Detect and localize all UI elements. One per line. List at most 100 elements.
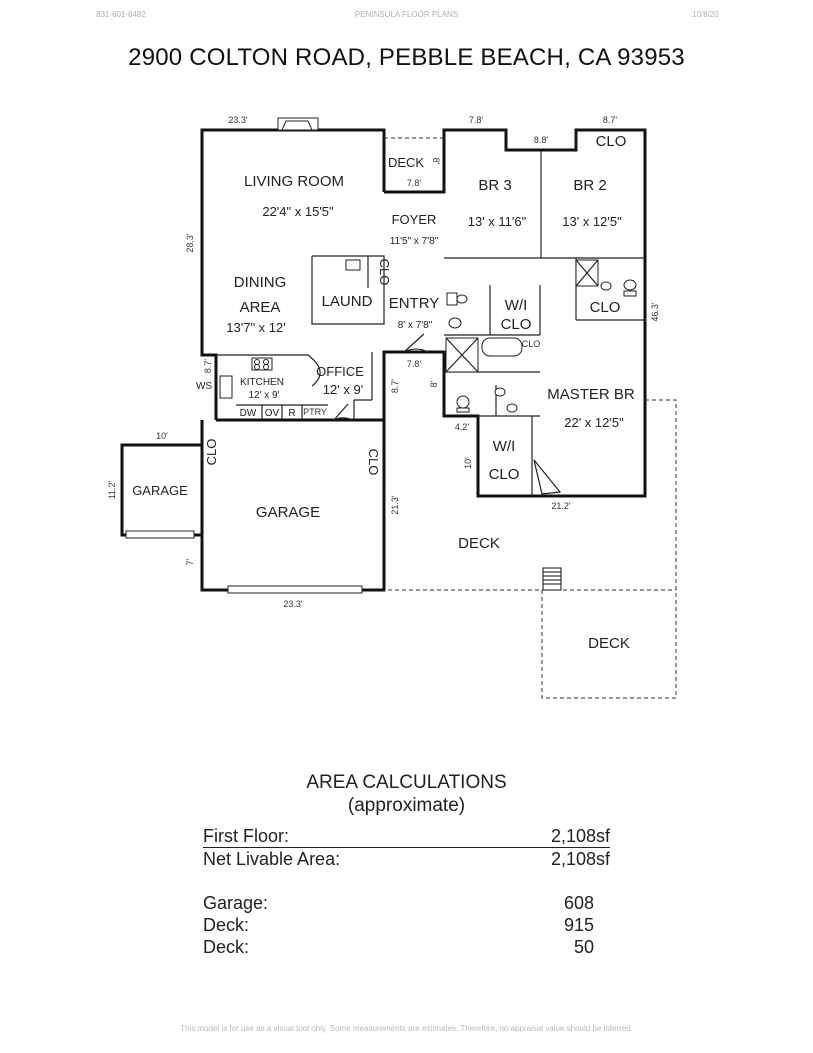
area-row-label: Net Livable Area:: [203, 849, 341, 869]
room-clo-top: CLO: [596, 133, 627, 150]
area-row: Garage: 608: [203, 892, 610, 914]
dim-left-house: 28.3': [185, 233, 195, 253]
room-kitchen-size: 12' x 9': [248, 390, 279, 401]
room-living-name: LIVING ROOM: [244, 173, 344, 190]
room-br2-size: 13' x 12'5": [562, 214, 622, 229]
area-title: AREA CALCULATIONS: [306, 772, 507, 793]
appliance-ptry: PTRY: [303, 407, 327, 417]
header-phone: 831-601-8482: [96, 10, 146, 19]
dim-garage-side-left: 11.2': [107, 480, 117, 499]
dim-entry-side: 8.7': [390, 379, 400, 394]
dim-garage-left-lower: 7': [185, 558, 195, 565]
entry-door-icon: [403, 333, 429, 353]
room-br3-name: BR 3: [478, 177, 511, 194]
appliance-ov: OV: [265, 408, 280, 419]
area-subtitle: (approximate): [347, 795, 466, 816]
floor-plan: LIVING ROOM 22'4" x 15'5" DINING AREA 13…: [107, 115, 677, 699]
dim-top-living: 23.3': [228, 115, 248, 125]
dim-bath-small: 4.2': [455, 422, 470, 432]
room-entry-name: ENTRY: [389, 295, 440, 312]
dim-deck-small-side: 8': [431, 158, 441, 165]
room-deck-lower: DECK: [588, 635, 630, 652]
area-row: Net Livable Area: 2,108sf: [203, 848, 610, 870]
hall-toilet-icon: [456, 395, 470, 409]
sink-icon: [448, 317, 462, 329]
master-sink-icon: [600, 281, 612, 291]
hall-sink-icon: [494, 387, 506, 397]
room-office-name: OFFICE: [316, 364, 364, 379]
dim-garage-bottom: 23.3': [283, 599, 303, 609]
area-row: First Floor: 2,108sf: [203, 825, 610, 848]
area-row-value: 915: [563, 915, 594, 935]
area-calculations: AREA CALCULATIONS (approximate) First Fl…: [203, 772, 610, 958]
master-toilet-icon: [623, 279, 637, 291]
dim-top-deck: 7.8': [407, 178, 422, 188]
dim-hall-side: 8': [429, 380, 439, 387]
room-foyer-name: FOYER: [392, 212, 437, 227]
dim-garage-side-top: 10': [156, 431, 168, 441]
room-wi2-name1: W/I: [493, 438, 516, 455]
area-row: Deck: 915: [203, 914, 610, 936]
room-clo-garage-left: CLO: [204, 439, 219, 466]
room-living-size: 22'4" x 15'5": [262, 204, 334, 219]
room-garage-side: GARAGE: [132, 483, 188, 498]
room-wi1-name1: W/I: [505, 297, 528, 314]
area-row-label: First Floor:: [203, 826, 290, 846]
room-foyer-size: 11'5" x 7'8": [390, 236, 439, 247]
room-entry-size: 8' x 7'8": [398, 320, 433, 331]
header-date: 10/8/20: [692, 10, 719, 19]
room-dining-size: 13'7" x 12': [226, 320, 285, 335]
toilet-icon: [446, 292, 458, 306]
area-row-value: 2,108sf: [550, 849, 610, 869]
room-clo-small: CLO: [522, 339, 541, 349]
room-garage-main: GARAGE: [256, 504, 320, 521]
room-clo-laund: CLO: [377, 259, 392, 286]
area-row-value: 608: [563, 893, 594, 913]
dim-wi-side: 10': [463, 457, 473, 469]
area-row: Deck: 50: [203, 936, 610, 958]
deck-main-outline: [384, 399, 677, 699]
appliance-ws: WS: [196, 381, 212, 392]
room-br2-name: BR 2: [573, 177, 606, 194]
area-row-label: Deck:: [203, 937, 250, 957]
office-door-icon: [333, 403, 353, 421]
dim-top-mid: 8.8': [534, 135, 549, 145]
room-master-name: MASTER BR: [547, 386, 635, 403]
garage-door-side: [125, 530, 195, 539]
dim-entry-bottom: 7.8': [407, 359, 422, 369]
dim-top-br3: 7.8': [469, 115, 484, 125]
exterior-walls: [120, 128, 647, 592]
room-wi1-name2: CLO: [501, 316, 532, 333]
interior-walls: [216, 130, 645, 496]
header-company: PENINSULA FLOOR PLANS: [354, 10, 459, 19]
room-deck-main: DECK: [458, 535, 500, 552]
page-title: 2900 COLTON ROAD, PEBBLE BEACH, CA 93953: [128, 44, 685, 71]
dim-top-br2: 8.7': [603, 115, 618, 125]
area-row-label: Garage:: [203, 893, 269, 913]
room-br3-size: 13' x 11'6": [468, 214, 527, 229]
appliance-r: R: [288, 408, 295, 419]
bathtub-icon: [481, 337, 523, 357]
room-deck-small: DECK: [388, 155, 424, 170]
area-row-value: 2,108sf: [550, 826, 610, 846]
room-dining-name2: AREA: [240, 299, 281, 316]
dim-right-house: 46.3': [650, 302, 660, 322]
fireplace-hearth-icon: [281, 120, 313, 131]
room-dining-name1: DINING: [234, 274, 287, 291]
dim-master-bottom: 21.2': [551, 501, 571, 511]
footer-disclaimer: This model is for use as a visual tool o…: [180, 1024, 633, 1033]
closet-door-icon: [533, 459, 562, 495]
room-master-size: 22' x 12'5": [564, 415, 624, 430]
garage-door-main: [227, 585, 363, 594]
appliance-dw: DW: [240, 408, 257, 419]
room-office-size: 12' x 9': [323, 382, 363, 397]
room-wi2-name2: CLO: [489, 466, 520, 483]
area-row-label: Deck:: [203, 915, 250, 935]
dim-kitchen-left: 8.7': [203, 359, 213, 374]
dim-garage-right: 21.3': [390, 495, 400, 515]
room-kitchen-name: KITCHEN: [240, 377, 284, 388]
kitchen-sink-icon: [219, 375, 233, 399]
room-clo-garage-right: CLO: [366, 449, 381, 476]
laund-sink-icon: [345, 259, 361, 271]
room-clo-bath: CLO: [590, 299, 621, 316]
